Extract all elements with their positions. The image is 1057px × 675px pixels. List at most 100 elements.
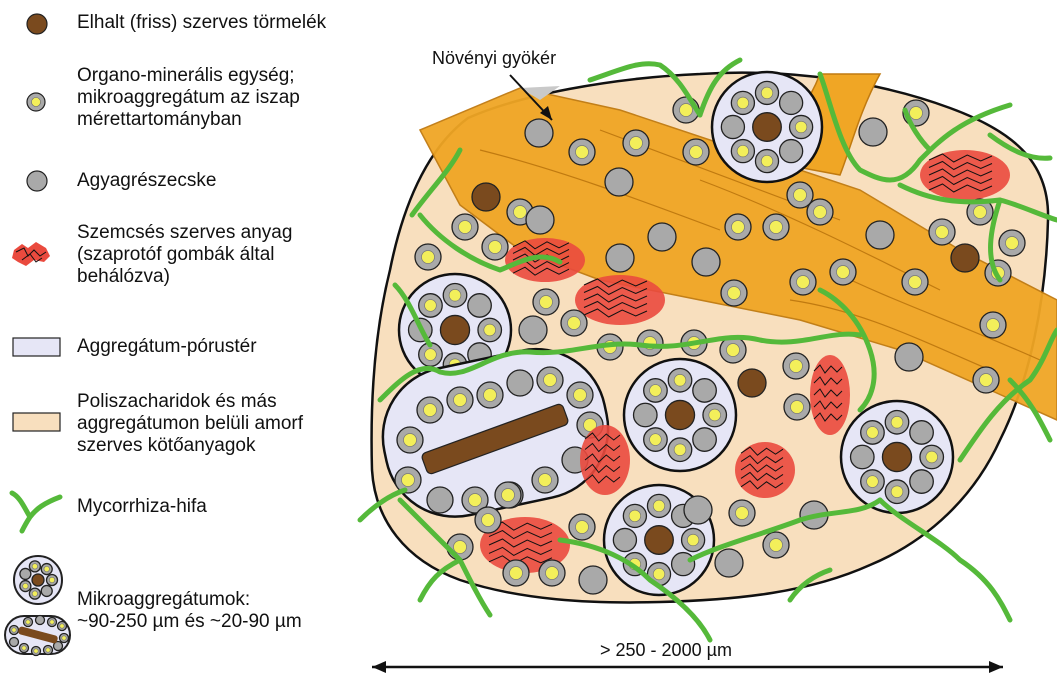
clay-particle <box>526 206 554 234</box>
clay-particle <box>866 221 894 249</box>
legend-item-microaggregates: Mikroaggregátumok: ~90-250 µm és ~20-90 … <box>0 550 400 675</box>
organo-mineral-particle <box>720 337 746 363</box>
organic-debris-particle <box>645 526 674 555</box>
organo-mineral-particle <box>644 428 668 452</box>
organo-mineral-particle <box>885 480 909 504</box>
organo-mineral-particle <box>482 234 508 260</box>
organo-mineral-particle <box>24 618 33 627</box>
organo-mineral-particle <box>721 280 747 306</box>
organo-mineral-particle <box>532 467 558 493</box>
clay-particle <box>579 566 607 594</box>
organo-mineral-particle <box>683 139 709 165</box>
organo-mineral-particle <box>475 507 501 533</box>
clay-particle <box>715 549 743 577</box>
organic-debris-particle <box>665 400 694 429</box>
clay-particle <box>10 638 19 647</box>
organic-debris-particle <box>32 574 44 586</box>
clay-particle <box>851 445 875 469</box>
legend-label-organo-mineral: Organo-minerális egység; mikroaggregátum… <box>77 65 300 131</box>
microaggregate-round <box>624 359 736 471</box>
clay-particle <box>692 248 720 276</box>
organo-mineral-particle <box>533 289 559 315</box>
organo-mineral-particle <box>755 81 778 104</box>
organo-mineral-particle <box>537 367 563 393</box>
organo-mineral-particle <box>503 560 529 586</box>
clay-particle <box>41 585 52 596</box>
organo-mineral-particle <box>784 394 810 420</box>
legend-label-pom: Szemcsés szerves anyag (szaprotóf gombák… <box>77 222 292 288</box>
clay-particle <box>20 568 31 579</box>
organo-mineral-particle <box>41 564 52 575</box>
clay-particle <box>36 616 45 625</box>
organo-mineral-particle <box>920 445 944 469</box>
organo-mineral-particle <box>29 588 40 599</box>
organo-mineral-particle <box>60 634 69 643</box>
organo-mineral-particle <box>973 367 999 393</box>
scale-arrow <box>372 661 1003 673</box>
clay-particle <box>427 487 453 513</box>
particulate-organic-matter <box>575 275 665 325</box>
legend-item-organo-mineral: Organo-minerális egység; mikroaggregátum… <box>0 65 400 140</box>
organo-mineral-particle <box>703 403 727 427</box>
organo-mineral-particle <box>668 369 692 393</box>
organo-mineral-particle <box>861 421 885 445</box>
scale-label: > 250 - 2000 µm <box>600 640 732 660</box>
organo-mineral-particle <box>787 182 813 208</box>
clay-particle <box>648 223 676 251</box>
organo-mineral-particle <box>929 219 955 245</box>
organo-mineral-particle <box>763 532 789 558</box>
organo-mineral-particle <box>48 618 57 627</box>
organo-mineral-particle <box>902 269 928 295</box>
legend-item-polysaccharides: Poliszacharidok és más aggregátumon belü… <box>0 391 400 463</box>
organo-mineral-particle <box>47 575 58 586</box>
organo-mineral-particle <box>477 382 503 408</box>
mycorrhiza-hypha-icon <box>0 487 70 532</box>
organo-mineral-particle <box>668 438 692 462</box>
clay-particle <box>721 115 744 138</box>
organo-mineral-particle <box>419 294 443 318</box>
organic-debris-icon <box>0 12 60 42</box>
organo-mineral-particle <box>725 214 751 240</box>
organo-mineral-unit-icon <box>0 65 60 140</box>
organo-mineral-particle <box>415 244 441 270</box>
clay-particle <box>780 140 803 163</box>
clay-particle <box>910 470 934 494</box>
microaggregate-round <box>841 401 953 513</box>
particulate-organic-matter <box>735 442 795 498</box>
clay-particle <box>693 428 717 452</box>
clay-particle <box>895 343 923 371</box>
organic-debris-particle <box>951 244 979 272</box>
organic-debris-particle <box>738 369 766 397</box>
organo-mineral-particle <box>447 387 473 413</box>
legend-label-hypha: Mycorrhiza-hifa <box>77 496 207 518</box>
organo-mineral-particle <box>443 284 467 308</box>
legend-label-pore-space: Aggregátum-pórustér <box>77 336 257 358</box>
legend-label-polysaccharides: Poliszacharidok és más aggregátumon belü… <box>77 391 303 457</box>
organo-mineral-particle <box>569 514 595 540</box>
organo-mineral-particle <box>790 115 813 138</box>
organo-mineral-particle <box>447 534 473 560</box>
particulate-organic-matter <box>580 425 630 495</box>
clay-particle <box>507 370 533 396</box>
clay-particle-icon <box>0 170 60 200</box>
organic-debris-particle <box>753 113 782 142</box>
clay-particle <box>684 496 712 524</box>
organic-debris-particle <box>472 183 500 211</box>
organic-debris-particle <box>440 315 469 344</box>
organo-mineral-particle <box>731 140 754 163</box>
clay-particle <box>634 403 658 427</box>
legend-item-organic-debris: Elhalt (friss) szerves törmelék <box>0 12 400 42</box>
root-label: Növényi gyökér <box>432 48 556 68</box>
organo-mineral-particle <box>830 259 856 285</box>
clay-particle <box>780 91 803 114</box>
organo-mineral-particle <box>861 470 885 494</box>
particulate-organic-matter <box>810 355 850 435</box>
organo-mineral-particle <box>731 91 754 114</box>
clay-particle <box>693 379 717 403</box>
organo-mineral-particle <box>10 626 19 635</box>
organo-mineral-particle <box>623 130 649 156</box>
organo-mineral-particle <box>478 318 502 342</box>
organo-mineral-particle <box>647 494 670 517</box>
organic-debris-particle <box>882 442 911 471</box>
organo-mineral-particle <box>729 500 755 526</box>
